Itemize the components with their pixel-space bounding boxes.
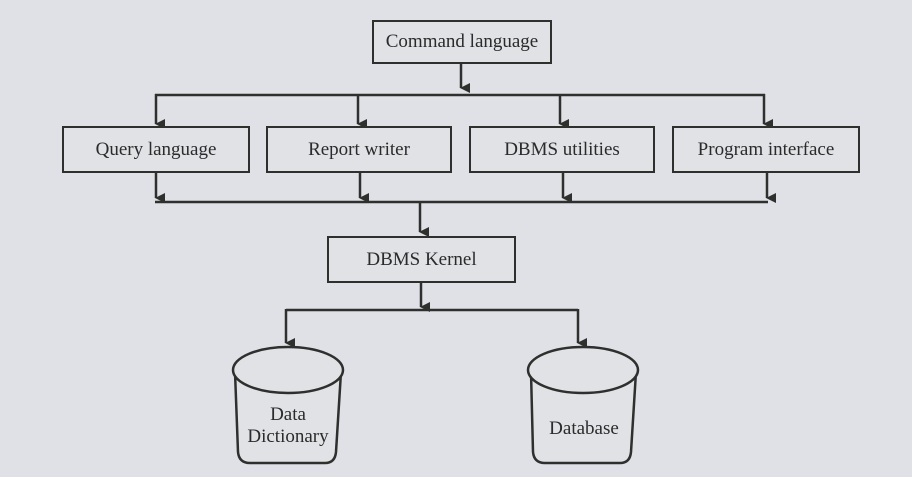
program-interface-box: Program interface xyxy=(672,126,860,173)
dbms-kernel-box: DBMS Kernel xyxy=(327,236,516,283)
data-dictionary-label-line2: Dictionary xyxy=(247,426,329,447)
report-writer-label: Report writer xyxy=(308,138,410,160)
database-cylinder-icon xyxy=(526,345,640,465)
command-language-label: Command language xyxy=(385,31,539,52)
database-label-text: Database xyxy=(549,418,619,439)
program-interface-label: Program interface xyxy=(697,138,835,160)
command-language-box: Command language xyxy=(372,20,552,64)
dbms-utilities-box: DBMS utilities xyxy=(469,126,655,173)
dbms-kernel-label: DBMS Kernel xyxy=(366,248,477,270)
query-language-label: Query language xyxy=(95,138,217,160)
database-label: Database xyxy=(534,418,634,440)
report-writer-box: Report writer xyxy=(266,126,452,173)
data-dictionary-label-line1: Data xyxy=(270,404,306,425)
data-dictionary-label: Data Dictionary xyxy=(238,404,338,448)
query-language-box: Query language xyxy=(62,126,250,173)
dbms-utilities-label: DBMS utilities xyxy=(504,138,620,160)
data-dictionary-cylinder-icon xyxy=(231,345,345,465)
